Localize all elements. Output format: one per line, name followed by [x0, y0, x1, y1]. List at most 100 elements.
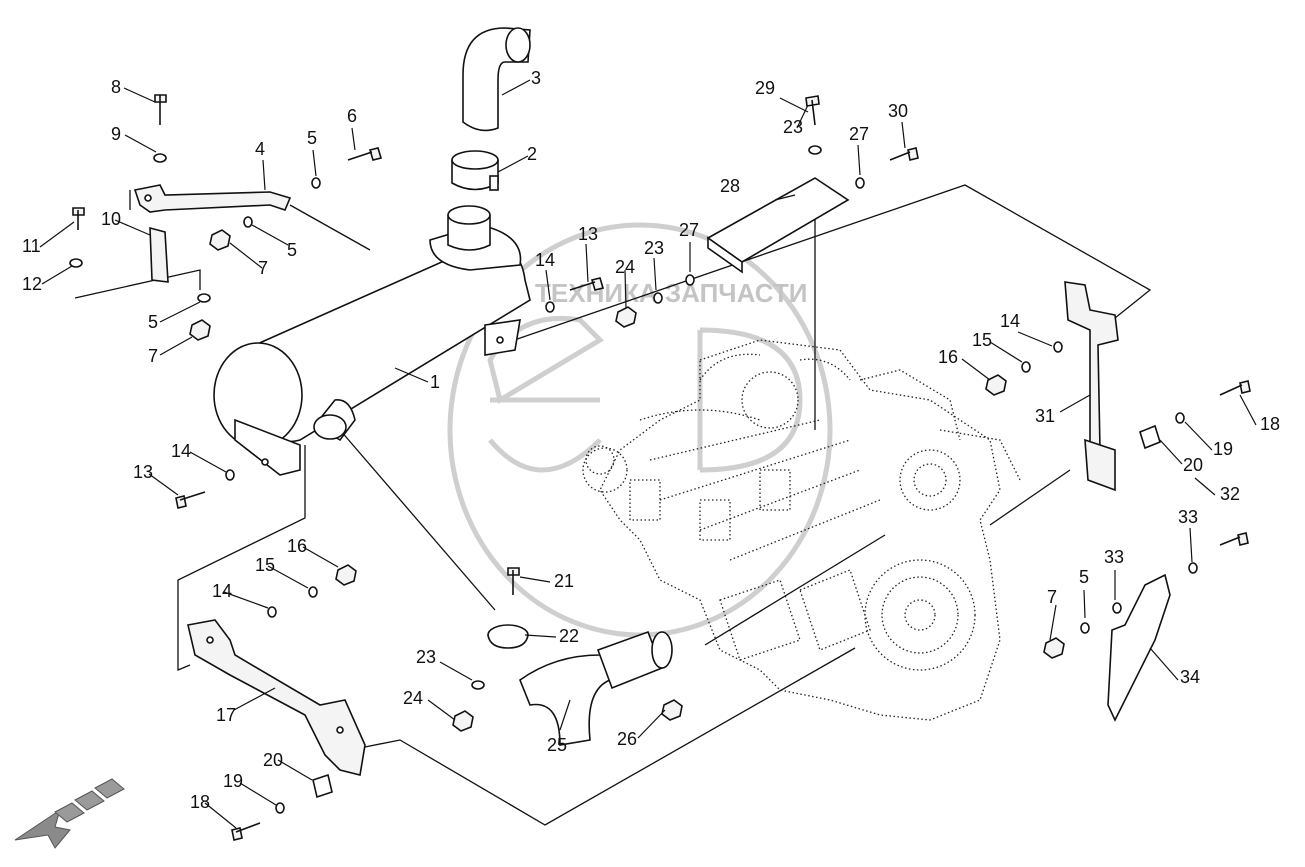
callout-label: 16 [287, 536, 307, 556]
callout-label: 8 [111, 77, 121, 97]
callout-leaders [39, 79, 1257, 829]
callout-label: 5 [1079, 567, 1089, 587]
fasteners [69, 94, 1251, 841]
leader-line [123, 87, 156, 103]
leader-line [124, 134, 157, 153]
leader-line [39, 221, 75, 248]
callout-label: 13 [578, 224, 598, 244]
callout-label: 14 [212, 581, 232, 601]
watermark-text: ТЕХНИКА ЗАПЧАСТИ [535, 278, 807, 308]
callout-label: 7 [258, 258, 268, 278]
leader-line [267, 565, 309, 589]
callout-label: 1 [430, 372, 440, 392]
callout-label: 23 [416, 647, 436, 667]
callout-label: 14 [171, 441, 191, 461]
leader-line [637, 709, 666, 739]
callout-label: 28 [720, 176, 740, 196]
leader-line [1159, 439, 1183, 465]
leader-line [159, 336, 193, 356]
callout-label: 14 [535, 250, 555, 270]
leader-line [585, 243, 589, 283]
callout-label: 22 [559, 626, 579, 646]
leader-line [148, 473, 179, 496]
leader-line [545, 269, 551, 301]
leader-line [857, 144, 861, 176]
callout-label: 3 [531, 68, 541, 88]
leader-line [239, 782, 277, 806]
side-plate [1107, 573, 1171, 722]
leader-line [302, 546, 339, 568]
leader-line [233, 687, 276, 711]
engine-block [582, 339, 1021, 721]
callout-label: 18 [190, 792, 210, 812]
rear-support-bracket [1064, 281, 1119, 492]
leader-line [1059, 394, 1091, 413]
callout-label: 30 [888, 101, 908, 121]
leader-line [1194, 477, 1216, 496]
callout-label: 12 [22, 274, 42, 294]
callout-label: 15 [972, 330, 992, 350]
callout-label: 26 [617, 729, 637, 749]
leader-line [229, 242, 263, 269]
exhaust-pipe [519, 630, 673, 746]
elbow-pipe-end [505, 27, 531, 63]
callout-label: 16 [938, 347, 958, 367]
leader-line [223, 591, 269, 609]
callout-label: 14 [1000, 311, 1020, 331]
leader-line [796, 104, 809, 129]
callout-label: 17 [216, 705, 236, 725]
callout-label: 5 [287, 240, 297, 260]
leader-line [901, 121, 906, 149]
clamp-plate [149, 226, 169, 283]
leader-line [394, 367, 429, 383]
callout-label: 19 [1213, 439, 1233, 459]
leader-line [1189, 527, 1193, 563]
callout-label: 19 [223, 771, 243, 791]
leader-line [989, 341, 1023, 363]
leader-line [1184, 421, 1213, 451]
callout-label: 23 [644, 238, 664, 258]
leader-line [653, 257, 657, 291]
leader-line [251, 224, 289, 246]
callout-label: 6 [347, 106, 357, 126]
leader-line [559, 699, 571, 731]
leader-line [427, 699, 456, 721]
leader-line [961, 358, 991, 381]
leader-line [1017, 331, 1053, 347]
callout-label: 24 [403, 688, 423, 708]
lower-support-bracket [187, 619, 366, 776]
callout-label: 7 [1047, 587, 1057, 607]
leader-line [501, 79, 531, 96]
leader-line [1149, 647, 1179, 681]
callout-label: 20 [263, 750, 283, 770]
callout-label: 27 [849, 124, 869, 144]
callout-label: 25 [547, 735, 567, 755]
clamp-top [451, 150, 499, 191]
leader-line [277, 759, 313, 781]
callout-label: 4 [255, 139, 265, 159]
callout-label: 9 [111, 124, 121, 144]
callout-label: 7 [148, 346, 158, 366]
callout-label: 33 [1178, 507, 1198, 527]
leader-line [439, 661, 473, 681]
leader-line [1083, 589, 1086, 619]
leader-line [159, 301, 201, 323]
callout-label: 23 [783, 117, 803, 137]
callout-label: 29 [755, 78, 775, 98]
leader-line [204, 802, 237, 829]
callout-label: 32 [1220, 484, 1240, 504]
callout-label: 33 [1104, 547, 1124, 567]
bracket-hole [144, 194, 152, 202]
leader-line [497, 155, 529, 173]
callout-label: 2 [527, 144, 537, 164]
callout-label: 27 [679, 220, 699, 240]
leader-line [1239, 394, 1257, 426]
callout-label: 31 [1035, 406, 1055, 426]
clamp-lower [487, 624, 529, 649]
leader-line [519, 576, 551, 583]
leader-line [774, 194, 796, 201]
callout-label: 13 [133, 462, 153, 482]
leader-line [262, 159, 266, 191]
